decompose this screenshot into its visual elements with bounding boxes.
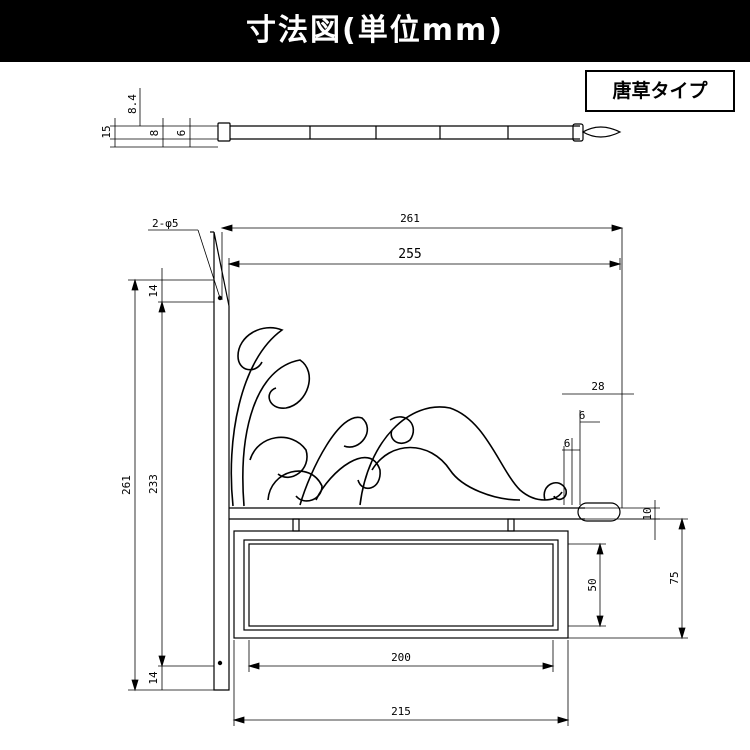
top-view-rod: [217, 122, 622, 142]
horizontal-arm: [229, 502, 621, 532]
sign-plate: [233, 530, 569, 639]
tip-28-label: 28: [591, 380, 604, 393]
type-label-box: 唐草タイプ: [585, 70, 735, 112]
drop-height-label: 75: [668, 571, 681, 584]
wall-plate: [210, 231, 230, 691]
top-6-label: 6: [175, 130, 188, 137]
top-15-label: 15: [100, 125, 113, 138]
scroll-ornament: [230, 326, 567, 507]
frame-width-label: 215: [391, 705, 411, 718]
dimension-lines: [128, 224, 688, 726]
dimension-labels: 2-φ5 261 255 261 233 14 14 28 6 6 10 75 …: [100, 94, 681, 718]
top-8-label: 8: [148, 130, 161, 137]
bar-thick-label: 10: [641, 507, 654, 520]
mid-height-label: 233: [147, 474, 160, 494]
inner-width-label: 255: [398, 247, 421, 262]
left-height-label: 261: [120, 475, 133, 495]
tip-6b-label: 6: [564, 437, 571, 450]
sign-width-label: 200: [391, 651, 411, 664]
sign-height-label: 50: [586, 578, 599, 591]
bottom-gap-label: 14: [147, 671, 160, 685]
top-8-4-label: 8.4: [126, 94, 139, 114]
tip-6a-label: 6: [579, 409, 586, 422]
title-bar: 寸法図(単位mm): [0, 0, 750, 62]
top-view-dimlines: [110, 88, 218, 148]
page-title: 寸法図(単位mm): [246, 13, 504, 48]
top-width-label: 261: [400, 212, 420, 225]
top-gap-label: 14: [147, 284, 160, 298]
hole-label: 2-φ5: [152, 217, 179, 230]
